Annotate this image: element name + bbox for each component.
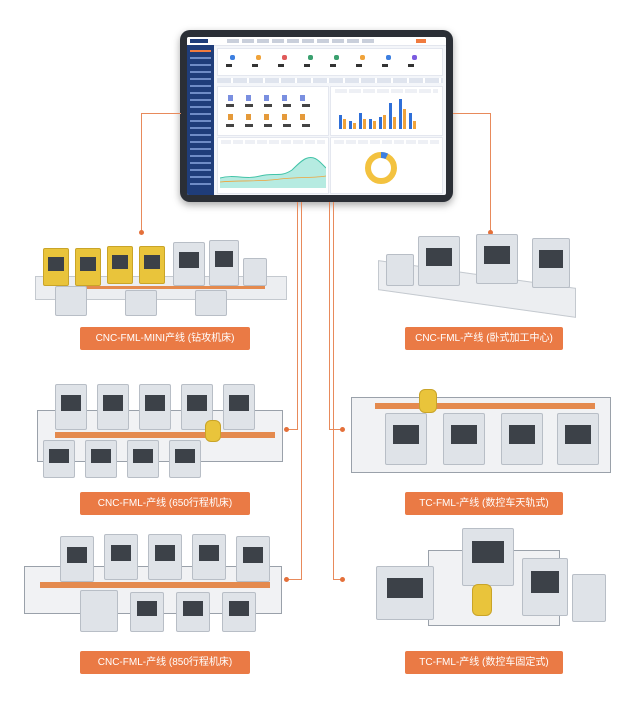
tablet-dashboard (180, 30, 453, 202)
label-fixed-line: TC-FML-产线 (数控车固定式) (405, 651, 563, 674)
label-650-line: CNC-FML-产线 (650行程机床) (80, 492, 250, 515)
area-chart-graphic (220, 157, 326, 188)
label-mini-line: CNC-FML-MINI产线 (钻攻机床) (80, 327, 250, 350)
donut-chart-panel (330, 137, 443, 194)
donut-chart-graphic (365, 152, 397, 184)
dashboard-sidebar (187, 45, 214, 195)
area-chart-panel (217, 137, 329, 194)
scene-850-line (20, 530, 285, 635)
label-gantry-line: TC-FML-产线 (数控车天轨式) (405, 492, 563, 515)
scene-gantry-line (345, 383, 615, 478)
dashboard-topbar (187, 37, 446, 46)
overview-panel (217, 86, 329, 136)
bar-chart-graphic (339, 99, 416, 129)
scene-horizontal-line (372, 228, 582, 318)
scene-fixed-line (372, 526, 612, 636)
label-horizontal-line: CNC-FML-产线 (卧式加工中心) (405, 327, 563, 350)
stats-panel (217, 48, 443, 76)
scene-650-line (35, 380, 285, 480)
label-850-line: CNC-FML-产线 (850行程机床) (80, 651, 250, 674)
dashboard-screen (187, 37, 446, 195)
bar-chart-panel (330, 86, 443, 136)
scene-mini-line (25, 238, 295, 323)
